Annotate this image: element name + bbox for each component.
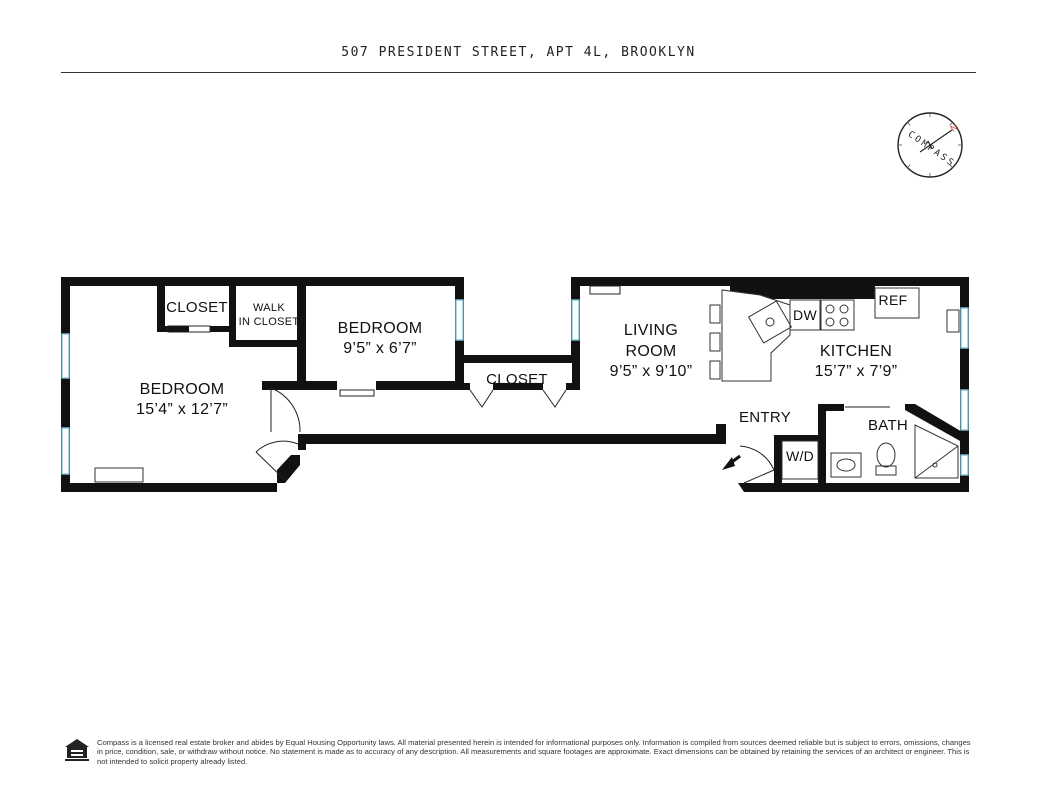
doors bbox=[167, 285, 890, 484]
living-room-dims: 9’5” x 9’10” bbox=[610, 363, 693, 380]
walk-in-closet-label-line2: IN CLOSET bbox=[239, 316, 300, 328]
windows bbox=[61, 299, 969, 476]
living-room-label-line1: LIVING bbox=[624, 322, 678, 339]
washer-dryer-label: W/D bbox=[786, 448, 814, 464]
legal-disclaimer: Compass is a licensed real estate broker… bbox=[97, 738, 971, 766]
equal-housing-opportunity-icon bbox=[65, 739, 89, 761]
hall-closet-label: CLOSET bbox=[486, 371, 548, 388]
bedroom-second-label: BEDROOM bbox=[338, 320, 423, 337]
bedroom-main-dims: 15’4” x 12’7” bbox=[136, 401, 228, 418]
fixtures bbox=[94, 287, 960, 483]
entry-arrow-icon bbox=[722, 454, 741, 470]
compass-label: COMPASS bbox=[906, 130, 957, 170]
compass-north-label: N bbox=[948, 122, 959, 134]
bedroom-second-dims: 9’5” x 6’7” bbox=[343, 340, 417, 357]
kitchen-label: KITCHEN bbox=[820, 343, 892, 360]
bath-label: BATH bbox=[868, 417, 908, 434]
entry-label: ENTRY bbox=[739, 409, 791, 426]
refrigerator-label: REF bbox=[879, 292, 908, 308]
living-room-label-line2: ROOM bbox=[626, 343, 677, 360]
page-title: 507 PRESIDENT STREET, APT 4L, BROOKLYN bbox=[341, 45, 696, 60]
closet-main-label: CLOSET bbox=[166, 299, 228, 316]
title-divider bbox=[61, 72, 976, 73]
walk-in-closet-label-line1: WALK bbox=[253, 302, 285, 314]
bedroom-main-label: BEDROOM bbox=[140, 381, 225, 398]
walls bbox=[61, 277, 969, 492]
kitchen-dims: 15’7” x 7’9” bbox=[815, 363, 898, 380]
room-labels: CLOSET WALK IN CLOSET BEDROOM 15’4” x 12… bbox=[136, 292, 908, 464]
compass-icon: N COMPASS bbox=[897, 112, 963, 178]
dishwasher-label: DW bbox=[793, 307, 817, 323]
